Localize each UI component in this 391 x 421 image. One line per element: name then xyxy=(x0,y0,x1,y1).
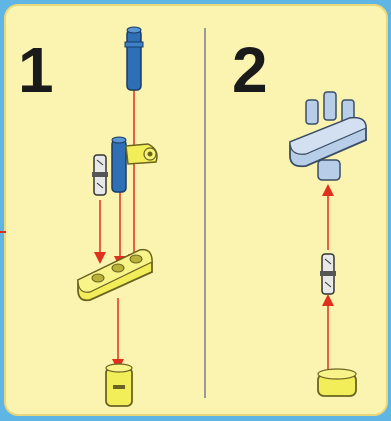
step-2-illustration xyxy=(290,92,366,396)
blue-axle-pin xyxy=(125,27,143,90)
gray-friction-pin xyxy=(320,254,336,294)
yellow-block xyxy=(318,369,356,396)
yellow-connector xyxy=(106,364,132,406)
gray-friction-pin xyxy=(92,155,108,195)
step-1-illustration xyxy=(78,27,157,406)
light-blue-assembly xyxy=(290,92,366,180)
yellow-liftarm xyxy=(78,250,152,301)
